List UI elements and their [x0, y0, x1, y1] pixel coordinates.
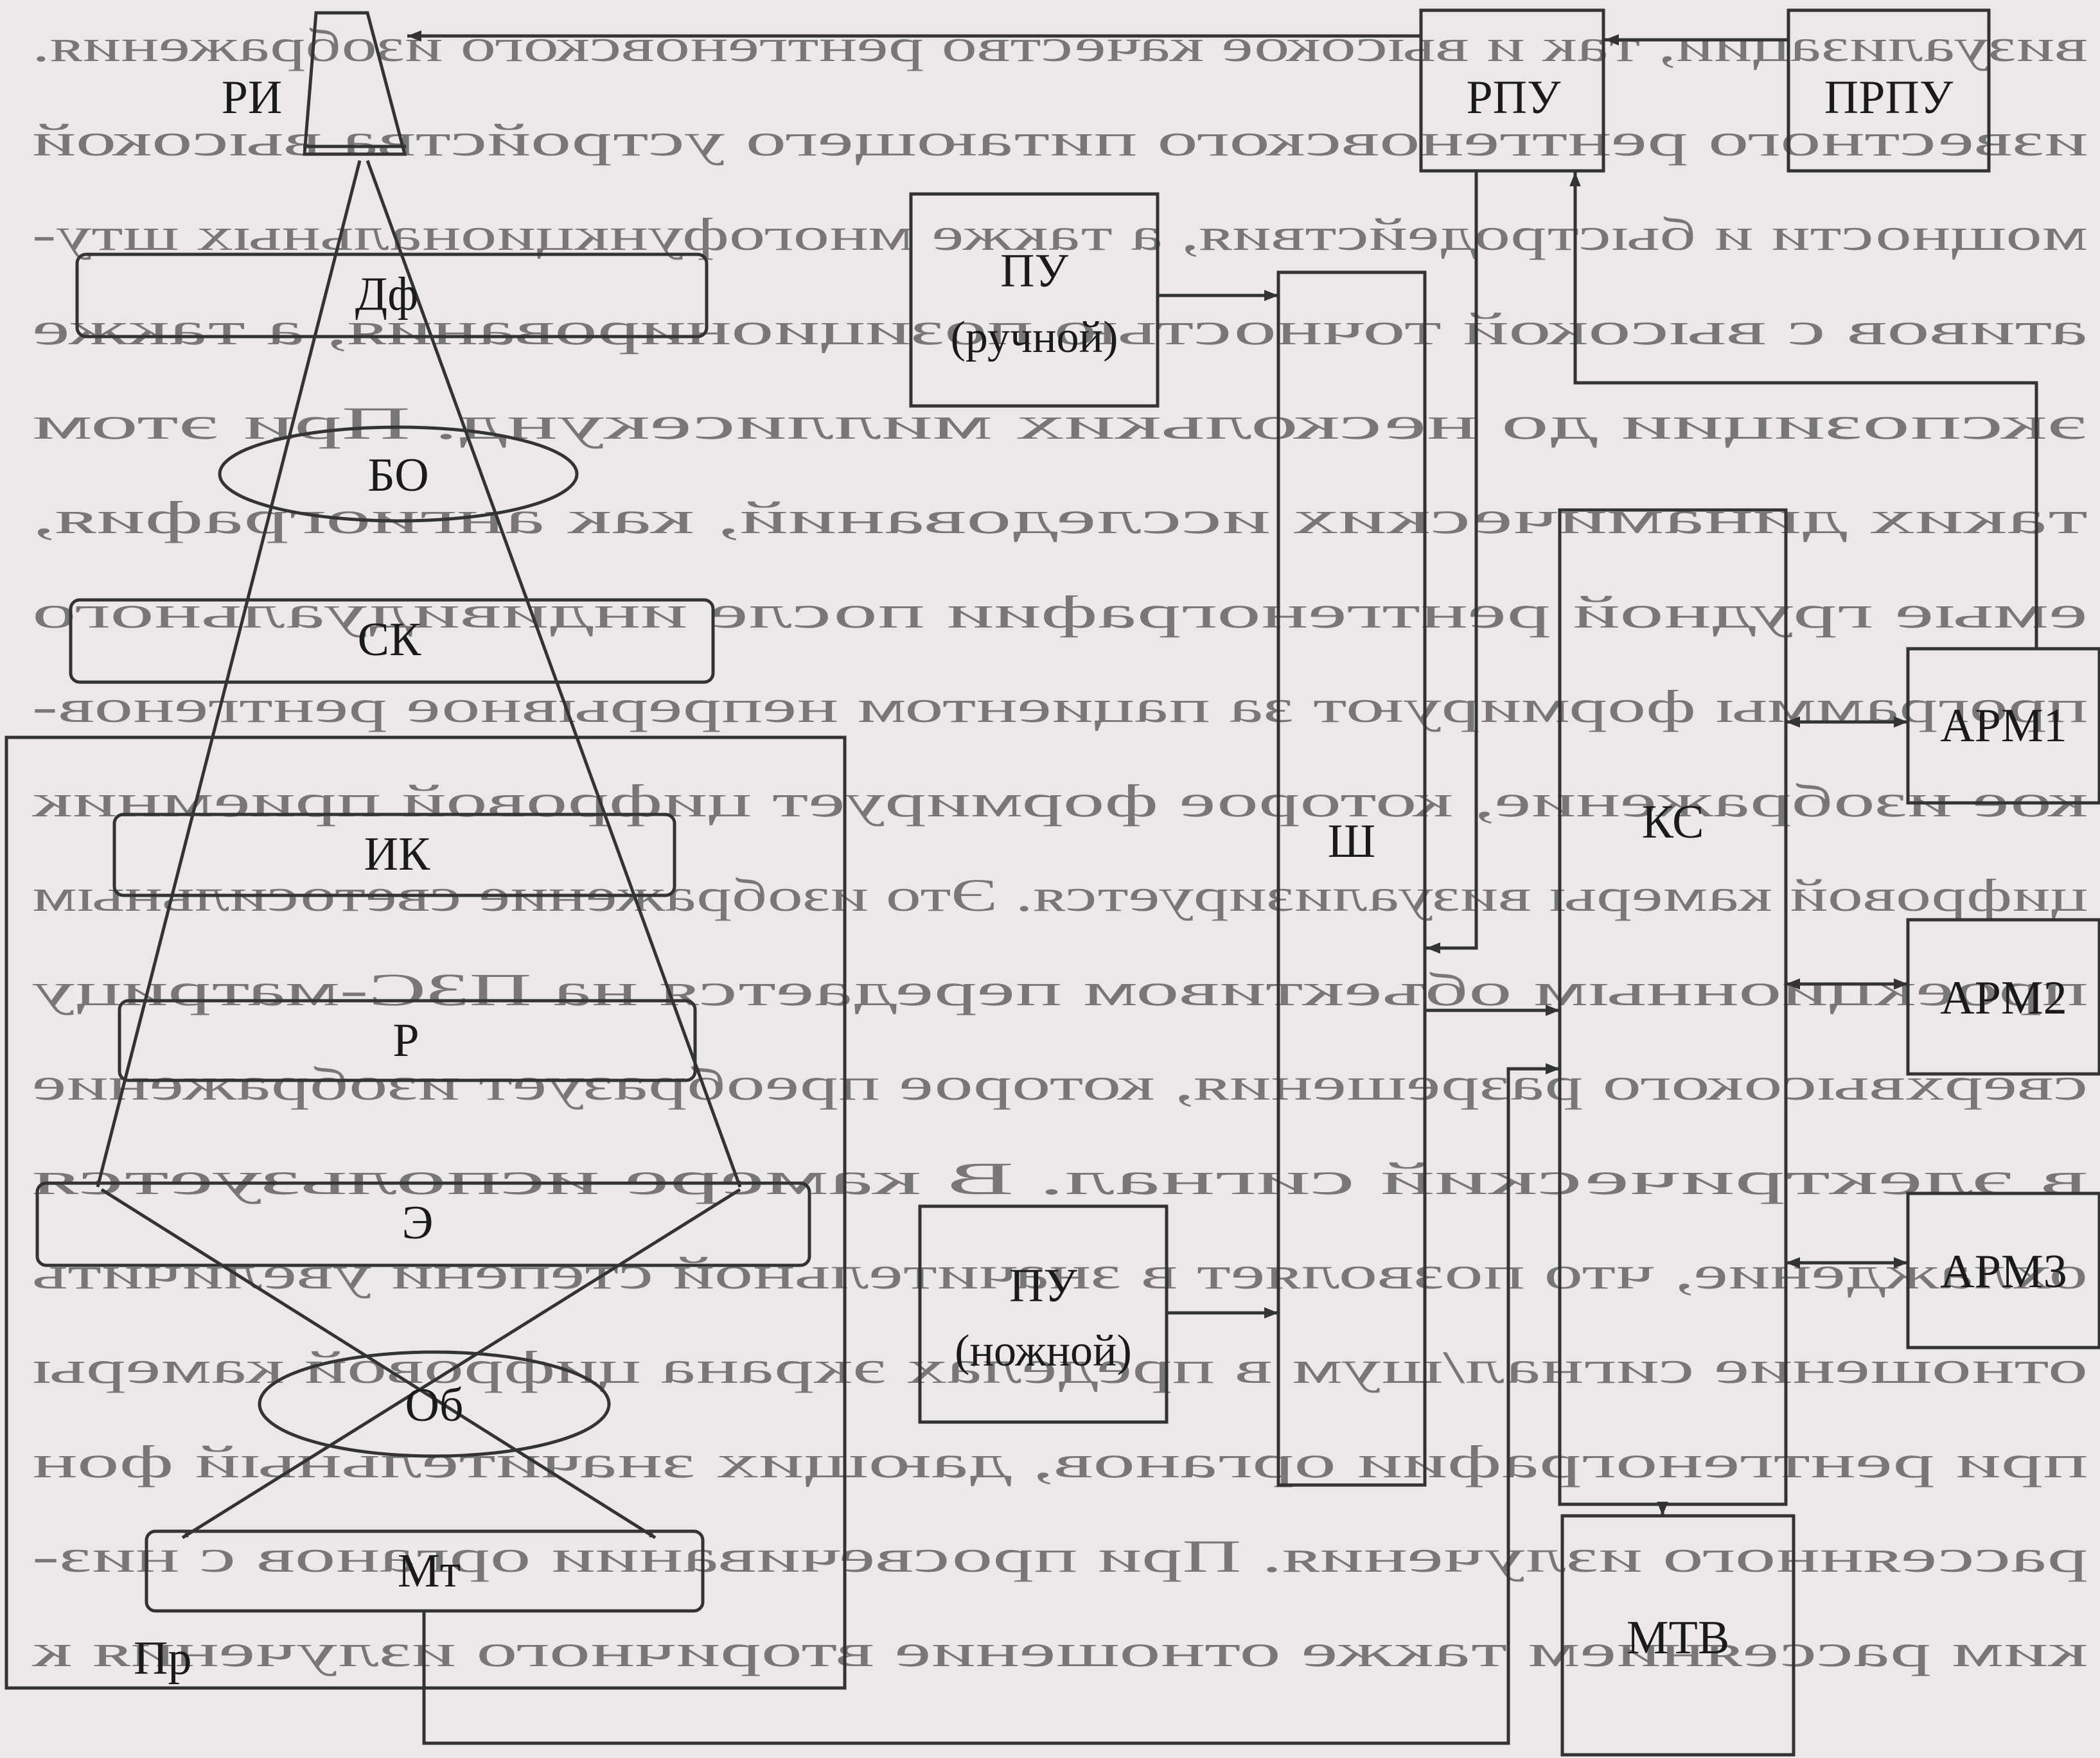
e-label: Э — [402, 1197, 434, 1249]
arm2-box — [1906, 918, 2100, 1076]
ks-label: КС — [1642, 796, 1704, 848]
sk-label: СК — [358, 613, 421, 666]
enclosure-label: Пр — [134, 1632, 191, 1685]
mtv-label: МТВ — [1627, 1612, 1729, 1664]
background-text-line: мощности и быстродействия, а также много… — [32, 209, 2088, 260]
arm3-box — [1906, 1191, 2100, 1349]
background-text-line: таких динамических исследований, как анг… — [32, 492, 2088, 543]
background-text-line: в электрический сигнал. В камере использ… — [32, 1153, 2088, 1204]
background-text-line: программы формируют за пациентом непреры… — [32, 681, 2088, 732]
link-mt-to-ks — [422, 1063, 1560, 1745]
background-text-line: проекционным объективом передается на ПЗ… — [32, 964, 2088, 1015]
arm3-label: АРМ3 — [1940, 1245, 2067, 1298]
e-box — [35, 1181, 811, 1267]
r-label: Р — [393, 1014, 419, 1067]
bus-label: Ш — [1328, 815, 1376, 868]
background-text-line: визуализации, так и высокое качество рен… — [32, 20, 2088, 71]
arm1-label: АРМ1 — [1940, 699, 2067, 752]
ks-box — [1558, 508, 1788, 1506]
background-text-line: при рентгенографии органов, дающих значи… — [32, 1436, 2088, 1488]
arm1-box — [1906, 647, 2100, 805]
ob-label: Об — [405, 1379, 463, 1432]
background-text-line: кое изображение, которое формирует цифро… — [31, 775, 2088, 827]
ob-ellipse — [258, 1350, 611, 1458]
arm2-label: АРМ2 — [1940, 972, 2067, 1024]
xray-tube-shape — [303, 11, 407, 156]
mt-label: Мт — [398, 1545, 461, 1597]
df-label: Дф — [355, 268, 418, 321]
sk-box — [69, 598, 715, 684]
mtv-box — [1560, 1514, 1796, 1757]
link-arm1-to-prpu — [1569, 172, 2038, 649]
pu-manual-box — [909, 192, 1160, 408]
prpu-label: ПРПУ — [1824, 71, 1954, 124]
pu-manual-subtitle: (ручной) — [951, 313, 1118, 362]
pu-manual-title: ПУ — [1000, 245, 1068, 297]
bo-ellipse — [218, 425, 579, 523]
background-text-line: охлаждение, что позволяет в значительной… — [32, 1247, 2088, 1299]
background-text-line: известного рентгеновского питающего устр… — [32, 114, 2088, 166]
rpu-label: РПУ — [1467, 71, 1562, 124]
beam-right-ray — [366, 160, 742, 1188]
beam-left-ray — [96, 160, 362, 1188]
ri-label: РИ — [222, 71, 283, 124]
background-text-line: емые грудной рентгенографии после индиви… — [32, 586, 2088, 638]
background-text-line: ативов с высокой точностью позиционирова… — [32, 303, 2088, 355]
background-text: визуализации, так и высокое качество рен… — [31, 20, 2088, 1676]
ik-box — [112, 813, 676, 897]
bus-box — [1276, 270, 1427, 1487]
background-text-line: отношение сигнал/шум в пределах экрана ц… — [32, 1342, 2088, 1393]
df-box — [75, 252, 709, 338]
ik-label: ИК — [364, 828, 430, 881]
background-text-line: сверхвысокого разрешения, которое преобр… — [32, 1059, 2088, 1110]
bo-label: БО — [367, 449, 428, 502]
background-text-line: рассеянного излучения. При просвечивании… — [32, 1531, 2088, 1582]
prpu-box — [1787, 8, 1991, 173]
image-ray-left — [100, 1188, 657, 1540]
rpu-box — [1419, 8, 1605, 173]
image-ray-right — [181, 1188, 741, 1540]
pu-foot-subtitle: (ножной) — [955, 1326, 1132, 1376]
link-rpu-to-ks — [1426, 171, 1478, 954]
pu-foot-title: ПУ — [1009, 1260, 1077, 1312]
r-box — [118, 999, 697, 1082]
background-text-line: ким рассеянием также отношение вторичног… — [31, 1625, 2088, 1676]
